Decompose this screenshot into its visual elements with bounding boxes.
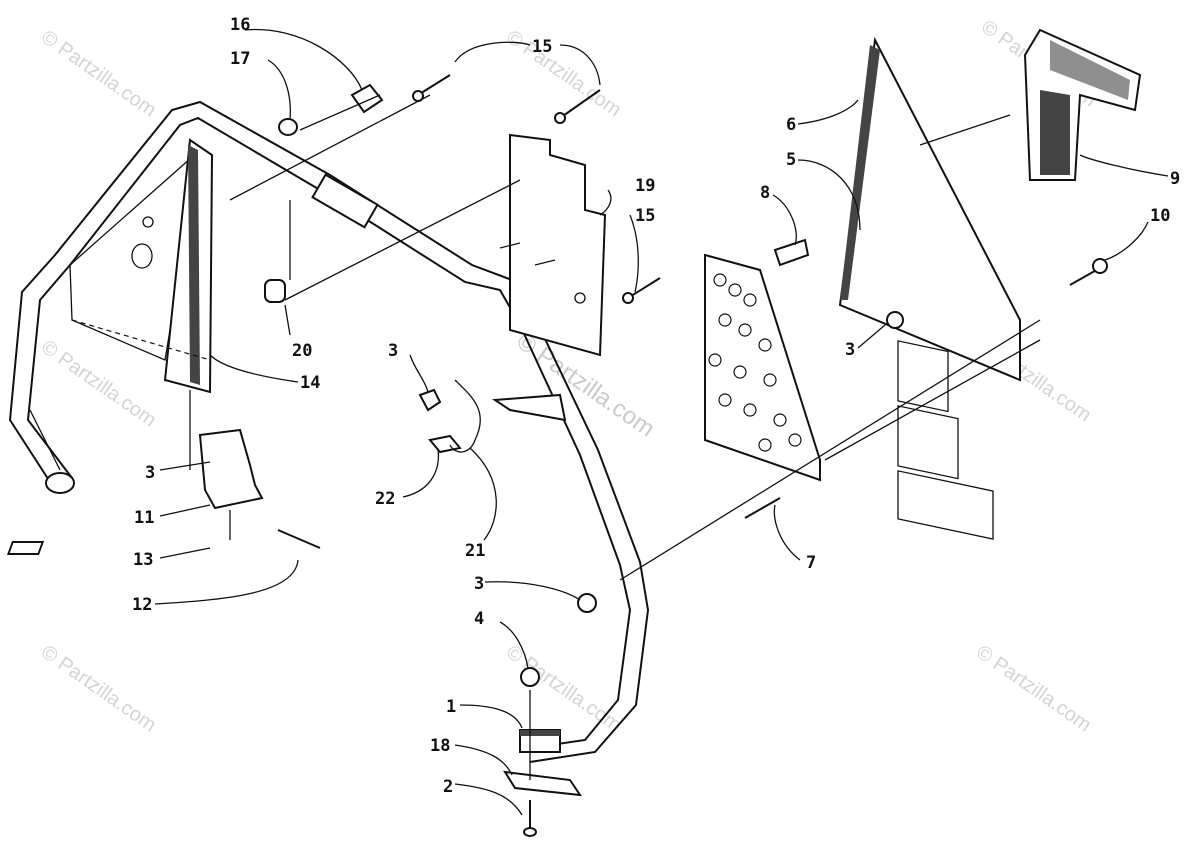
bumper-tube-end <box>45 472 75 494</box>
callout-15: 15 <box>635 206 655 226</box>
callout-1: 1 <box>446 697 456 717</box>
mounting-plate <box>499 133 607 357</box>
callout-4: 4 <box>474 609 484 629</box>
callout-15: 15 <box>532 37 552 57</box>
callout-6: 6 <box>786 115 796 135</box>
callout-5: 5 <box>786 150 796 170</box>
callout-3: 3 <box>474 574 484 594</box>
callout-7: 7 <box>806 553 816 573</box>
callout-16: 16 <box>230 15 250 35</box>
callout-17: 17 <box>230 49 250 69</box>
watermark: © Partzilla.com <box>502 641 625 736</box>
bumper-coupler <box>311 173 379 229</box>
callout-11: 11 <box>134 508 154 528</box>
callout-3: 3 <box>845 340 855 360</box>
callout-2: 2 <box>443 777 453 797</box>
watermark: © Partzilla.com <box>972 641 1095 736</box>
callout-labels: 16 17 15 6 5 8 9 10 19 15 20 14 3 3 3 22… <box>132 15 1180 797</box>
callout-9: 9 <box>1170 169 1180 189</box>
callout-19: 19 <box>635 176 655 196</box>
watermark: © Partzilla.com <box>37 26 160 121</box>
left-side-panel <box>69 138 214 394</box>
hardware <box>6 74 1108 837</box>
callout-8: 8 <box>760 183 770 203</box>
callout-14: 14 <box>300 373 320 393</box>
triangle-side-panel <box>838 36 1021 540</box>
callout-21: 21 <box>465 541 485 561</box>
grille-panel <box>704 253 821 482</box>
callout-10: 10 <box>1150 206 1170 226</box>
exploded-lines <box>71 94 1041 780</box>
leader-lines <box>154 28 1169 816</box>
watermark: © Partzilla.com <box>37 641 160 736</box>
callout-18: 18 <box>430 736 450 756</box>
foam-block <box>1023 28 1142 181</box>
callout-13: 13 <box>133 550 153 570</box>
callout-3: 3 <box>388 341 398 361</box>
callout-22: 22 <box>375 489 395 509</box>
callout-20: 20 <box>292 341 312 361</box>
watermark: © Partzilla.com <box>502 26 625 121</box>
callout-3: 3 <box>145 463 155 483</box>
callout-12: 12 <box>132 595 152 615</box>
bumper-frame <box>8 100 650 763</box>
